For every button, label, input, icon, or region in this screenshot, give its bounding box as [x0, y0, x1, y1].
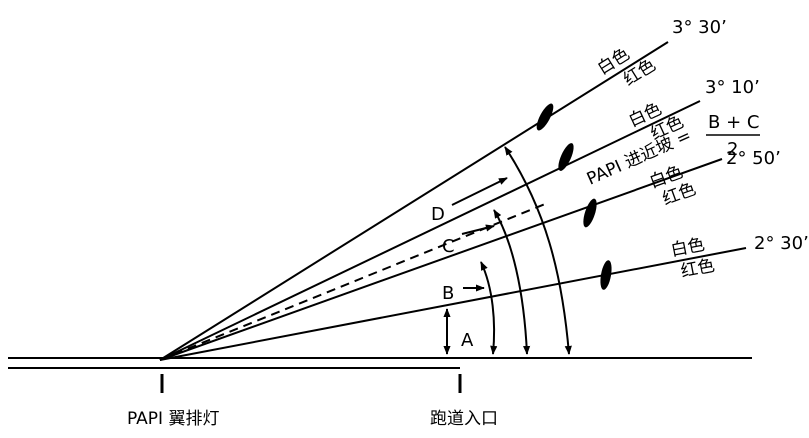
angle-label-3-30: 3° 30’	[672, 17, 727, 38]
formula-numerator: B + C	[708, 112, 759, 133]
angle-b-arc	[480, 261, 498, 355]
angle-label-2-30: 2° 30’	[754, 233, 809, 254]
light-unit-2	[558, 143, 574, 171]
angle-label-2-50: 2° 50’	[726, 148, 781, 169]
formula-denominator: 2	[727, 139, 738, 160]
letter-c: C	[442, 236, 455, 257]
papi-caption: PAPI 翼排灯	[127, 409, 219, 429]
angle-c-arc	[493, 209, 531, 355]
beam-3-30	[159, 41, 669, 361]
beam-3-10	[159, 100, 701, 361]
letter-a: A	[461, 330, 474, 351]
beam-2-30	[159, 247, 747, 361]
threshold-caption: 跑道入口	[430, 409, 498, 429]
angle-d-arc	[504, 146, 572, 355]
light-unit-1	[536, 103, 554, 131]
letter-d-arrow	[451, 177, 508, 206]
beam-2-50	[159, 158, 723, 361]
light-unit-4	[600, 260, 612, 290]
letter-b: B	[442, 283, 454, 304]
angle-label-3-10: 3° 10’	[705, 77, 760, 98]
light-unit-3	[583, 198, 597, 228]
letter-c-arrow	[461, 224, 495, 235]
letter-d: D	[431, 204, 445, 225]
